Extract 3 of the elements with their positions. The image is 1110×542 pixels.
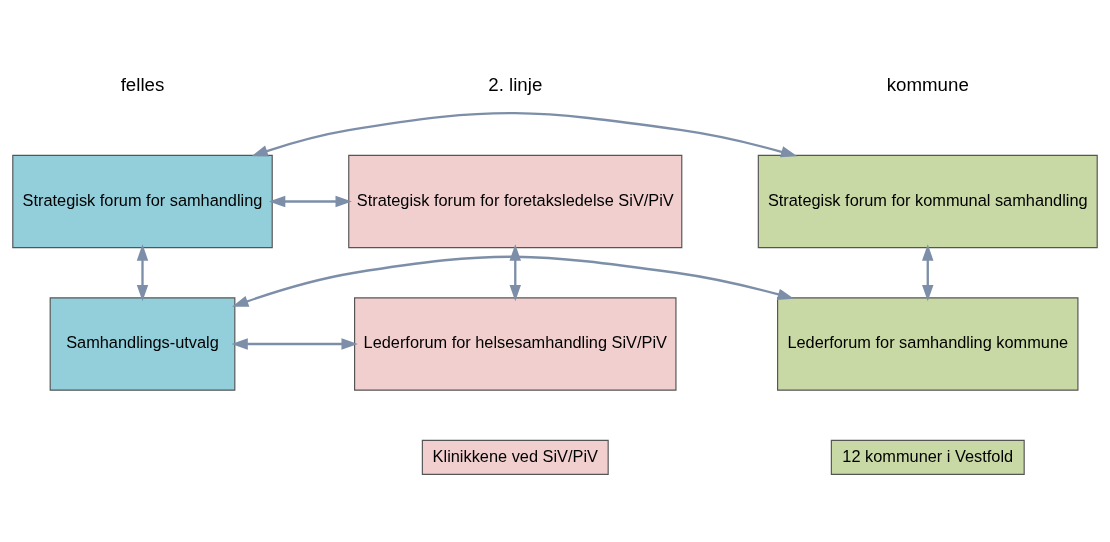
label: felles xyxy=(120,73,165,95)
label: 2. linje xyxy=(488,73,543,95)
label: kommune xyxy=(886,73,969,95)
